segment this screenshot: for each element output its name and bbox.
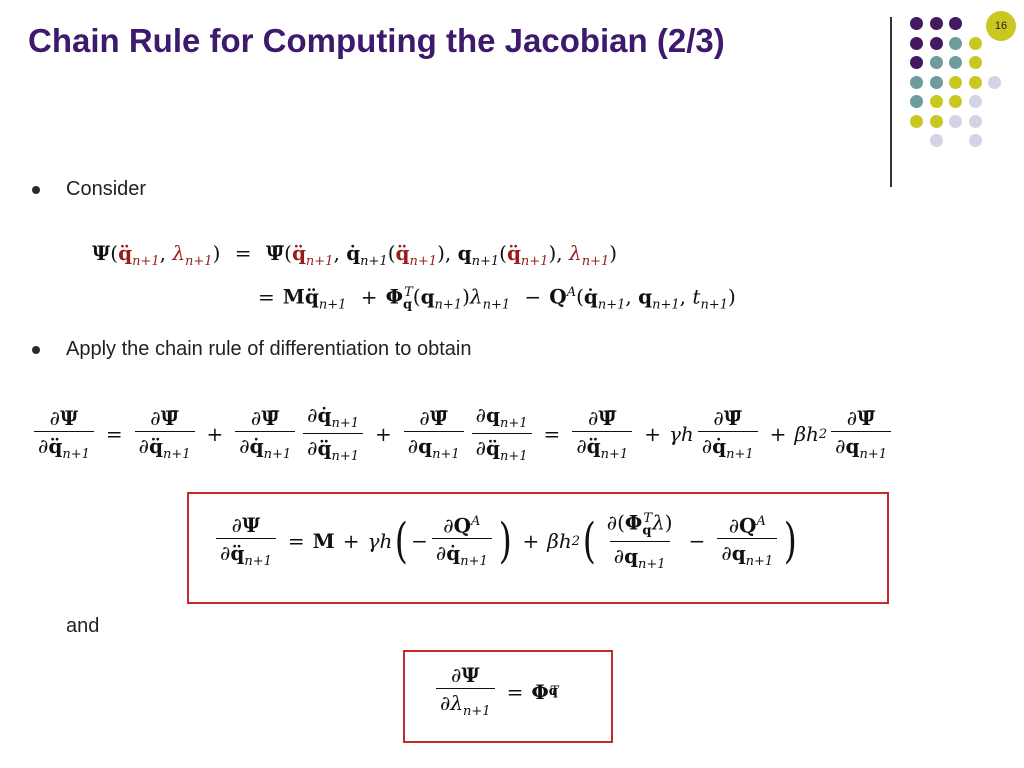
decor-dot (929, 114, 943, 128)
equation-chain-rule: ∂Ψ∂q̈n+1 = ∂Ψ̄∂q̈n+1 + ∂Ψ̄∂q̇n+1 ∂q̇n+1∂… (30, 405, 895, 463)
decor-dot (910, 75, 923, 89)
decor-dot (949, 36, 962, 50)
decor-dot (968, 95, 982, 108)
decor-dot (910, 36, 923, 50)
bullet-consider: Consider (32, 178, 146, 201)
bullet-text: Apply the chain rule of differentiation … (66, 338, 472, 360)
decor-dot (968, 36, 982, 50)
decor-dot (988, 75, 1001, 89)
page-number-badge: 16 (986, 11, 1016, 41)
bullet-text: Consider (66, 178, 147, 200)
decor-dot (968, 75, 982, 89)
decor-dot (910, 95, 923, 108)
bullet-dot (32, 345, 40, 354)
decor-dot (929, 17, 943, 30)
boxed-result-dpsi-dqddot (187, 492, 889, 604)
decor-dot (929, 36, 943, 50)
decor-dot (929, 56, 943, 69)
decor-dot (949, 114, 962, 128)
decor-dot (968, 134, 982, 147)
decor-dot (949, 17, 962, 30)
decor-dot (929, 75, 943, 89)
equation-psi-expanded: =Mq̈n+1 +ΦqT(qn+1)λn+1 −QA(q̇n+1, qn+1, … (258, 284, 736, 313)
decor-dot (968, 56, 982, 69)
boxed-result-dpsi-dlambda (403, 650, 613, 743)
title-divider (890, 17, 892, 187)
equation-psi-definition: Ψ(q̈n+1, λn+1) = Ψ̄(q̈n+1, q̇n+1(q̈n+1),… (92, 241, 618, 269)
slide-title: Chain Rule for Computing the Jacobian (2… (28, 22, 725, 59)
decor-dot (910, 114, 923, 128)
decor-dot (910, 56, 923, 69)
decor-dot (910, 17, 923, 30)
and-label: and (66, 615, 100, 637)
decor-dot (949, 75, 962, 89)
decor-dot (949, 56, 962, 69)
decor-dot (929, 95, 943, 108)
decor-dot (949, 95, 962, 108)
decor-dot (929, 134, 943, 147)
decor-dot (968, 114, 982, 128)
bullet-dot (32, 185, 40, 194)
bullet-apply-chain-rule: Apply the chain rule of differentiation … (32, 338, 471, 361)
